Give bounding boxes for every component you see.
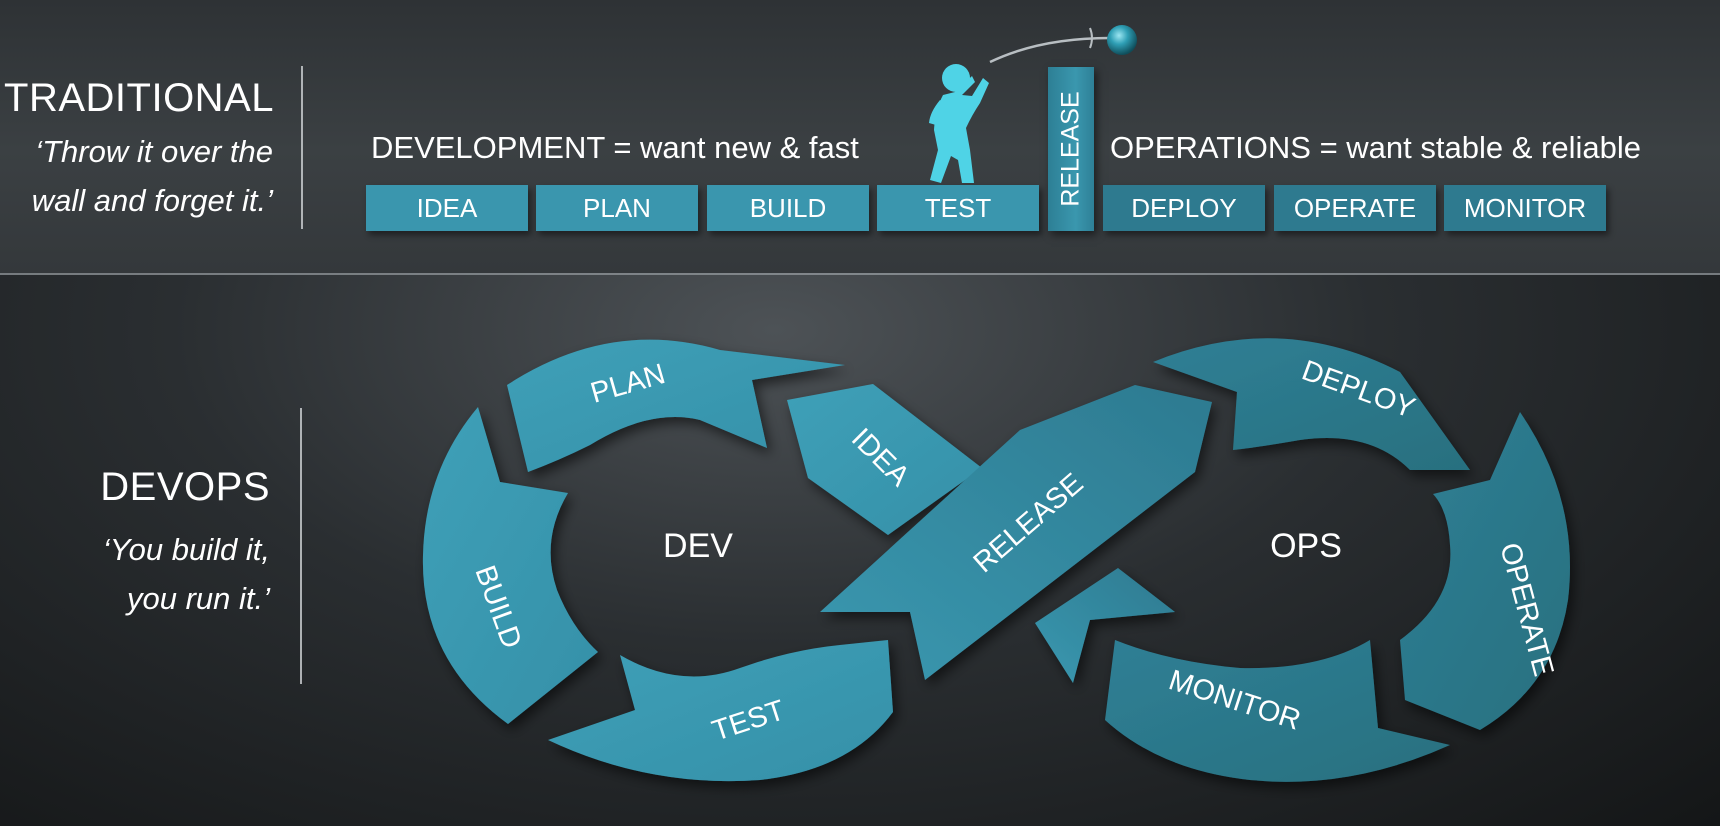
operations-description: OPERATIONS = want stable & reliable (1110, 130, 1641, 165)
ball-icon (1107, 25, 1137, 55)
stage-operate: OPERATE (1274, 185, 1436, 231)
loop-segment-monitor (1105, 640, 1450, 782)
throw-trajectory (989, 36, 1111, 64)
person-throwing-icon (929, 64, 989, 183)
stage-test: TEST (877, 185, 1039, 231)
loop-segment-idea (787, 384, 982, 535)
loop-segment-release (820, 385, 1212, 680)
traditional-title: TRADITIONAL (4, 76, 274, 120)
loop-segment-test (548, 640, 893, 782)
section-divider (0, 273, 1720, 275)
traditional-vertical-rule (301, 66, 303, 229)
devops-vertical-rule (300, 408, 302, 684)
loop-segment-plan (507, 339, 845, 472)
stage-monitor: MONITOR (1444, 185, 1606, 231)
stage-deploy: DEPLOY (1103, 185, 1265, 231)
devops-tagline-line1: ‘You build it, (102, 532, 270, 567)
traditional-tagline-line2: wall and forget it.’ (31, 183, 273, 218)
traditional-tagline-line1: ‘Throw it over the (35, 134, 273, 169)
devops-tagline: ‘You build it, you run it.’ (0, 525, 270, 623)
release-wall: RELEASE (1048, 67, 1094, 231)
development-description: DEVELOPMENT = want new & fast (371, 130, 859, 165)
loop-arrowhead-ops-to-release (1035, 568, 1175, 683)
center-label-ops: OPS (1270, 527, 1342, 565)
throw-trajectory-tick (1089, 27, 1093, 49)
center-label-dev: DEV (663, 527, 733, 565)
stage-idea: IDEA (366, 185, 528, 231)
loop-segment-deploy (1153, 338, 1470, 470)
stage-plan: PLAN (536, 185, 698, 231)
traditional-tagline: ‘Throw it over the wall and forget it.’ (0, 127, 273, 225)
stage-build: BUILD (707, 185, 869, 231)
devops-tagline-line2: you run it.’ (126, 581, 270, 616)
loop-segment-build (422, 407, 598, 724)
devops-title: DEVOPS (100, 465, 270, 509)
loop-segment-operate (1400, 412, 1570, 730)
